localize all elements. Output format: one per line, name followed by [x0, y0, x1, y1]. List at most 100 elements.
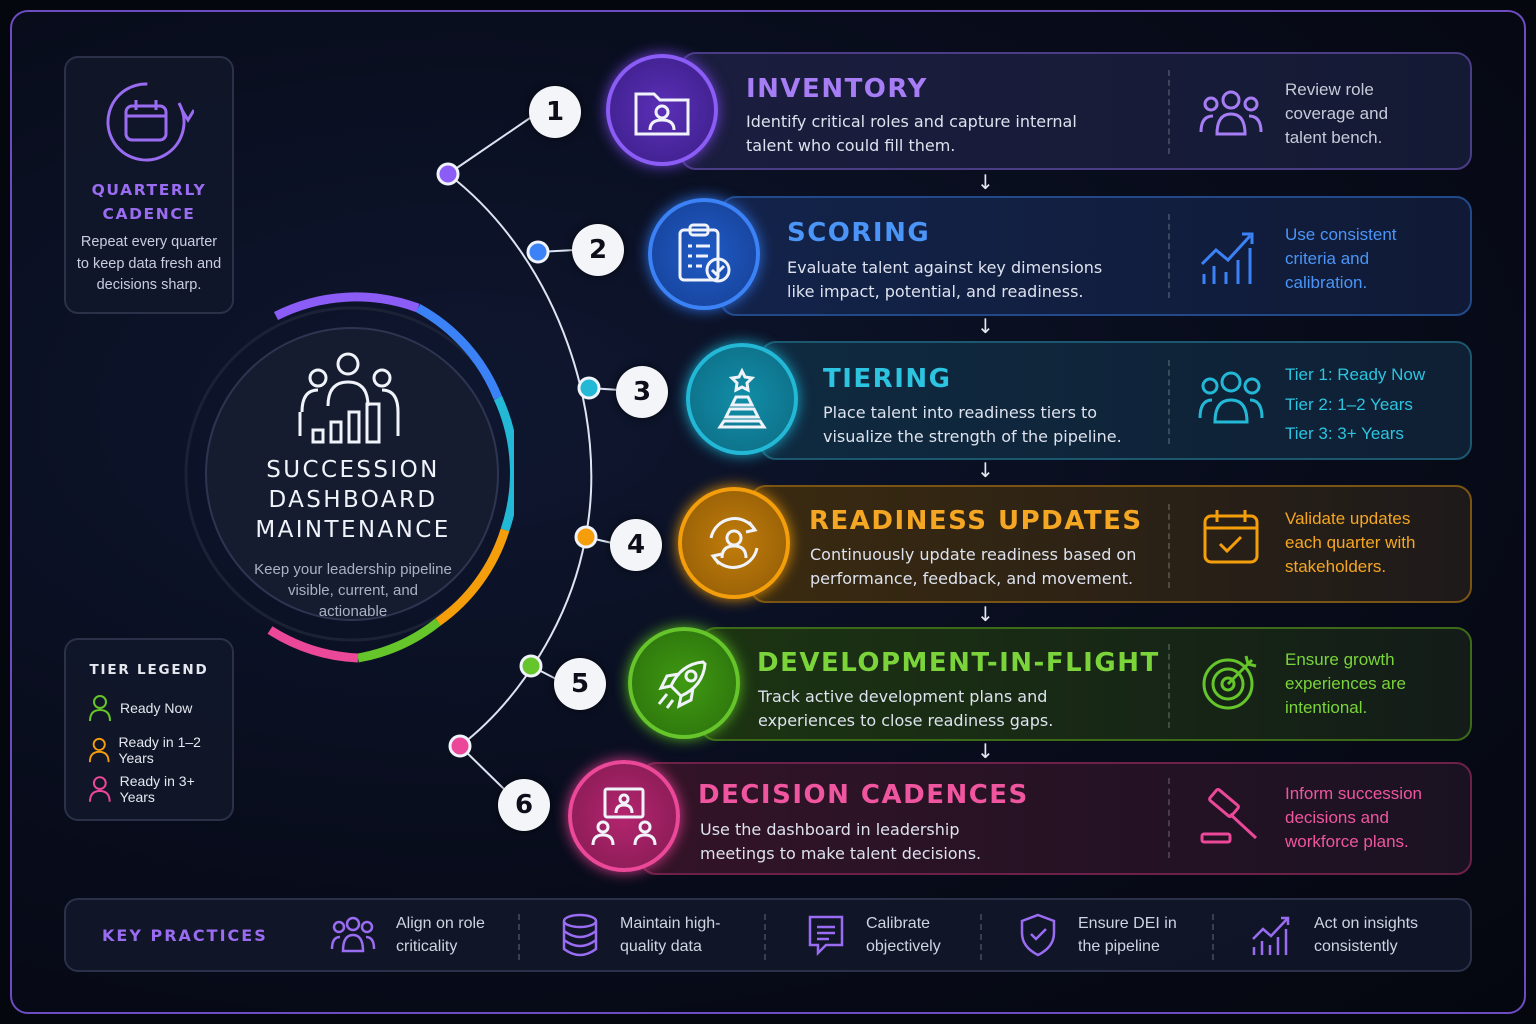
center-subtitle: Keep your leadership pipeline visible, c…: [254, 561, 452, 620]
description-line: Continuously update readiness based on: [810, 545, 1137, 564]
divider: [518, 914, 520, 960]
person-icon: [88, 737, 110, 763]
step-description: Track active development plans and exper…: [758, 685, 1053, 733]
divider: [1168, 644, 1170, 728]
step-note: Validate updates each quarter with stake…: [1285, 507, 1415, 579]
note-line: coverage and: [1285, 104, 1389, 123]
divider: [1168, 360, 1170, 444]
practice-label: Act on insights consistently: [1314, 912, 1418, 958]
step-title: INVENTORY: [746, 74, 928, 104]
note-line: criteria and: [1285, 249, 1370, 268]
note-line: Ensure growth: [1285, 650, 1395, 669]
practice-item: Align on role criticality: [330, 912, 485, 958]
clipboard-check-icon: [678, 223, 731, 283]
team-icon: [330, 916, 376, 953]
step-description: Place talent into readiness tiers to vis…: [823, 401, 1122, 449]
growth-chart-icon: [1252, 916, 1290, 955]
divider: [980, 914, 982, 960]
step-note: Tier 1: Ready Now Tier 2: 1–2 Years Tier…: [1285, 360, 1425, 449]
note-line: experiences are: [1285, 674, 1406, 693]
legend-label: Ready in 1–2 Years: [118, 734, 201, 766]
practice-line: quality data: [620, 938, 702, 955]
legend-item: Ready in 3+ Years: [88, 773, 232, 805]
description-line: Use the dashboard in leadership: [700, 820, 960, 839]
note-line: intentional.: [1285, 698, 1368, 717]
cadence-description: Repeat every quarter to keep data fresh …: [76, 234, 222, 293]
step-icon-circle: [648, 198, 760, 310]
practice-line: the pipeline: [1078, 938, 1160, 955]
note-line: calibration.: [1285, 273, 1368, 292]
step-title: TIERING: [823, 364, 952, 394]
note-line: Use consistent: [1285, 225, 1397, 244]
step-number-2: 2: [572, 224, 624, 276]
note-line: talent bench.: [1285, 128, 1383, 147]
note-line: Inform succession: [1285, 784, 1422, 803]
practice-item: Ensure DEI in the pipeline: [1018, 912, 1177, 958]
note-line: Tier 1: Ready Now: [1285, 365, 1426, 384]
divider: [1212, 914, 1214, 960]
note-line: decisions and: [1285, 808, 1389, 827]
divider: [1168, 70, 1170, 154]
practices-title: KEY PRACTICES: [102, 926, 268, 945]
step-icon-circle: [606, 54, 718, 166]
description-line: like impact, potential, and readiness.: [787, 282, 1084, 301]
note-line: stakeholders.: [1285, 557, 1387, 576]
divider: [1168, 778, 1170, 858]
growth-chart-icon: [1200, 232, 1254, 284]
practice-label: Calibrate objectively: [866, 912, 941, 958]
down-arrow-icon: ↓: [977, 314, 994, 338]
practice-line: Maintain high-: [620, 915, 721, 932]
target-icon: [1202, 655, 1257, 710]
note-line: Validate updates: [1285, 509, 1411, 528]
practice-line: objectively: [866, 938, 941, 955]
practice-item: Maintain high- quality data: [560, 912, 721, 958]
practice-line: criticality: [396, 938, 458, 955]
down-arrow-icon: ↓: [977, 739, 994, 763]
practice-label: Ensure DEI in the pipeline: [1078, 912, 1177, 958]
quarterly-cadence-panel: QUARTERLY CADENCE Repeat every quarter t…: [64, 56, 234, 314]
cadence-title: QUARTERLY CADENCE: [91, 181, 207, 223]
practice-line: Act on insights: [1314, 915, 1419, 932]
step-description: Continuously update readiness based on p…: [810, 543, 1136, 591]
step-icon-circle: [568, 760, 680, 872]
legend-label: Ready in 3+ Years: [119, 773, 195, 805]
note-line: workforce plans.: [1285, 832, 1409, 851]
practice-item: Act on insights consistently: [1250, 912, 1418, 958]
step-note: Ensure growth experiences are intentiona…: [1285, 648, 1406, 720]
chat-icon: [808, 915, 844, 957]
step-number-4: 4: [610, 519, 662, 571]
note-line: Review role: [1285, 80, 1374, 99]
step-card-inventory: [680, 52, 1472, 170]
practice-line: Calibrate: [866, 915, 931, 932]
step-card-decision-cadences: [640, 762, 1472, 875]
step-card-readiness-updates: [750, 485, 1472, 603]
step-number-3: 3: [616, 366, 668, 418]
note-line: Tier 3: 3+ Years: [1285, 424, 1404, 443]
down-arrow-icon: ↓: [977, 602, 994, 626]
legend-item: Ready in 1–2 Years: [88, 734, 232, 766]
step-description: Use the dashboard in leadership meetings…: [700, 818, 981, 866]
center-title-line: SUCCESSION: [266, 457, 440, 483]
step-card-scoring: [720, 196, 1472, 316]
practice-line: consistently: [1314, 938, 1398, 955]
step-number-5: 5: [554, 658, 606, 710]
practice-line: Align on role: [396, 915, 485, 932]
description-line: performance, feedback, and movement.: [810, 569, 1134, 588]
step-note: Inform succession decisions and workforc…: [1285, 782, 1422, 854]
step-note: Use consistent criteria and calibration.: [1285, 223, 1397, 295]
step-description: Identify critical roles and capture inte…: [746, 110, 1077, 158]
description-line: experiences to close readiness gaps.: [758, 711, 1054, 730]
calendar-check-icon: [1203, 510, 1259, 564]
step-icon-circle: [686, 343, 798, 455]
description-line: Identify critical roles and capture inte…: [746, 112, 1077, 131]
legend-item: Ready Now: [88, 694, 192, 722]
team-icon: [1198, 371, 1264, 424]
divider: [1168, 504, 1170, 588]
description-line: Place talent into readiness tiers to: [823, 403, 1098, 422]
rocket-icon: [657, 660, 707, 709]
person-icon: [89, 695, 111, 722]
step-card-tiering: [760, 341, 1472, 460]
calendar-refresh-icon: [106, 82, 196, 162]
practice-item: Calibrate objectively: [806, 912, 941, 958]
practice-label: Align on role criticality: [396, 912, 485, 958]
